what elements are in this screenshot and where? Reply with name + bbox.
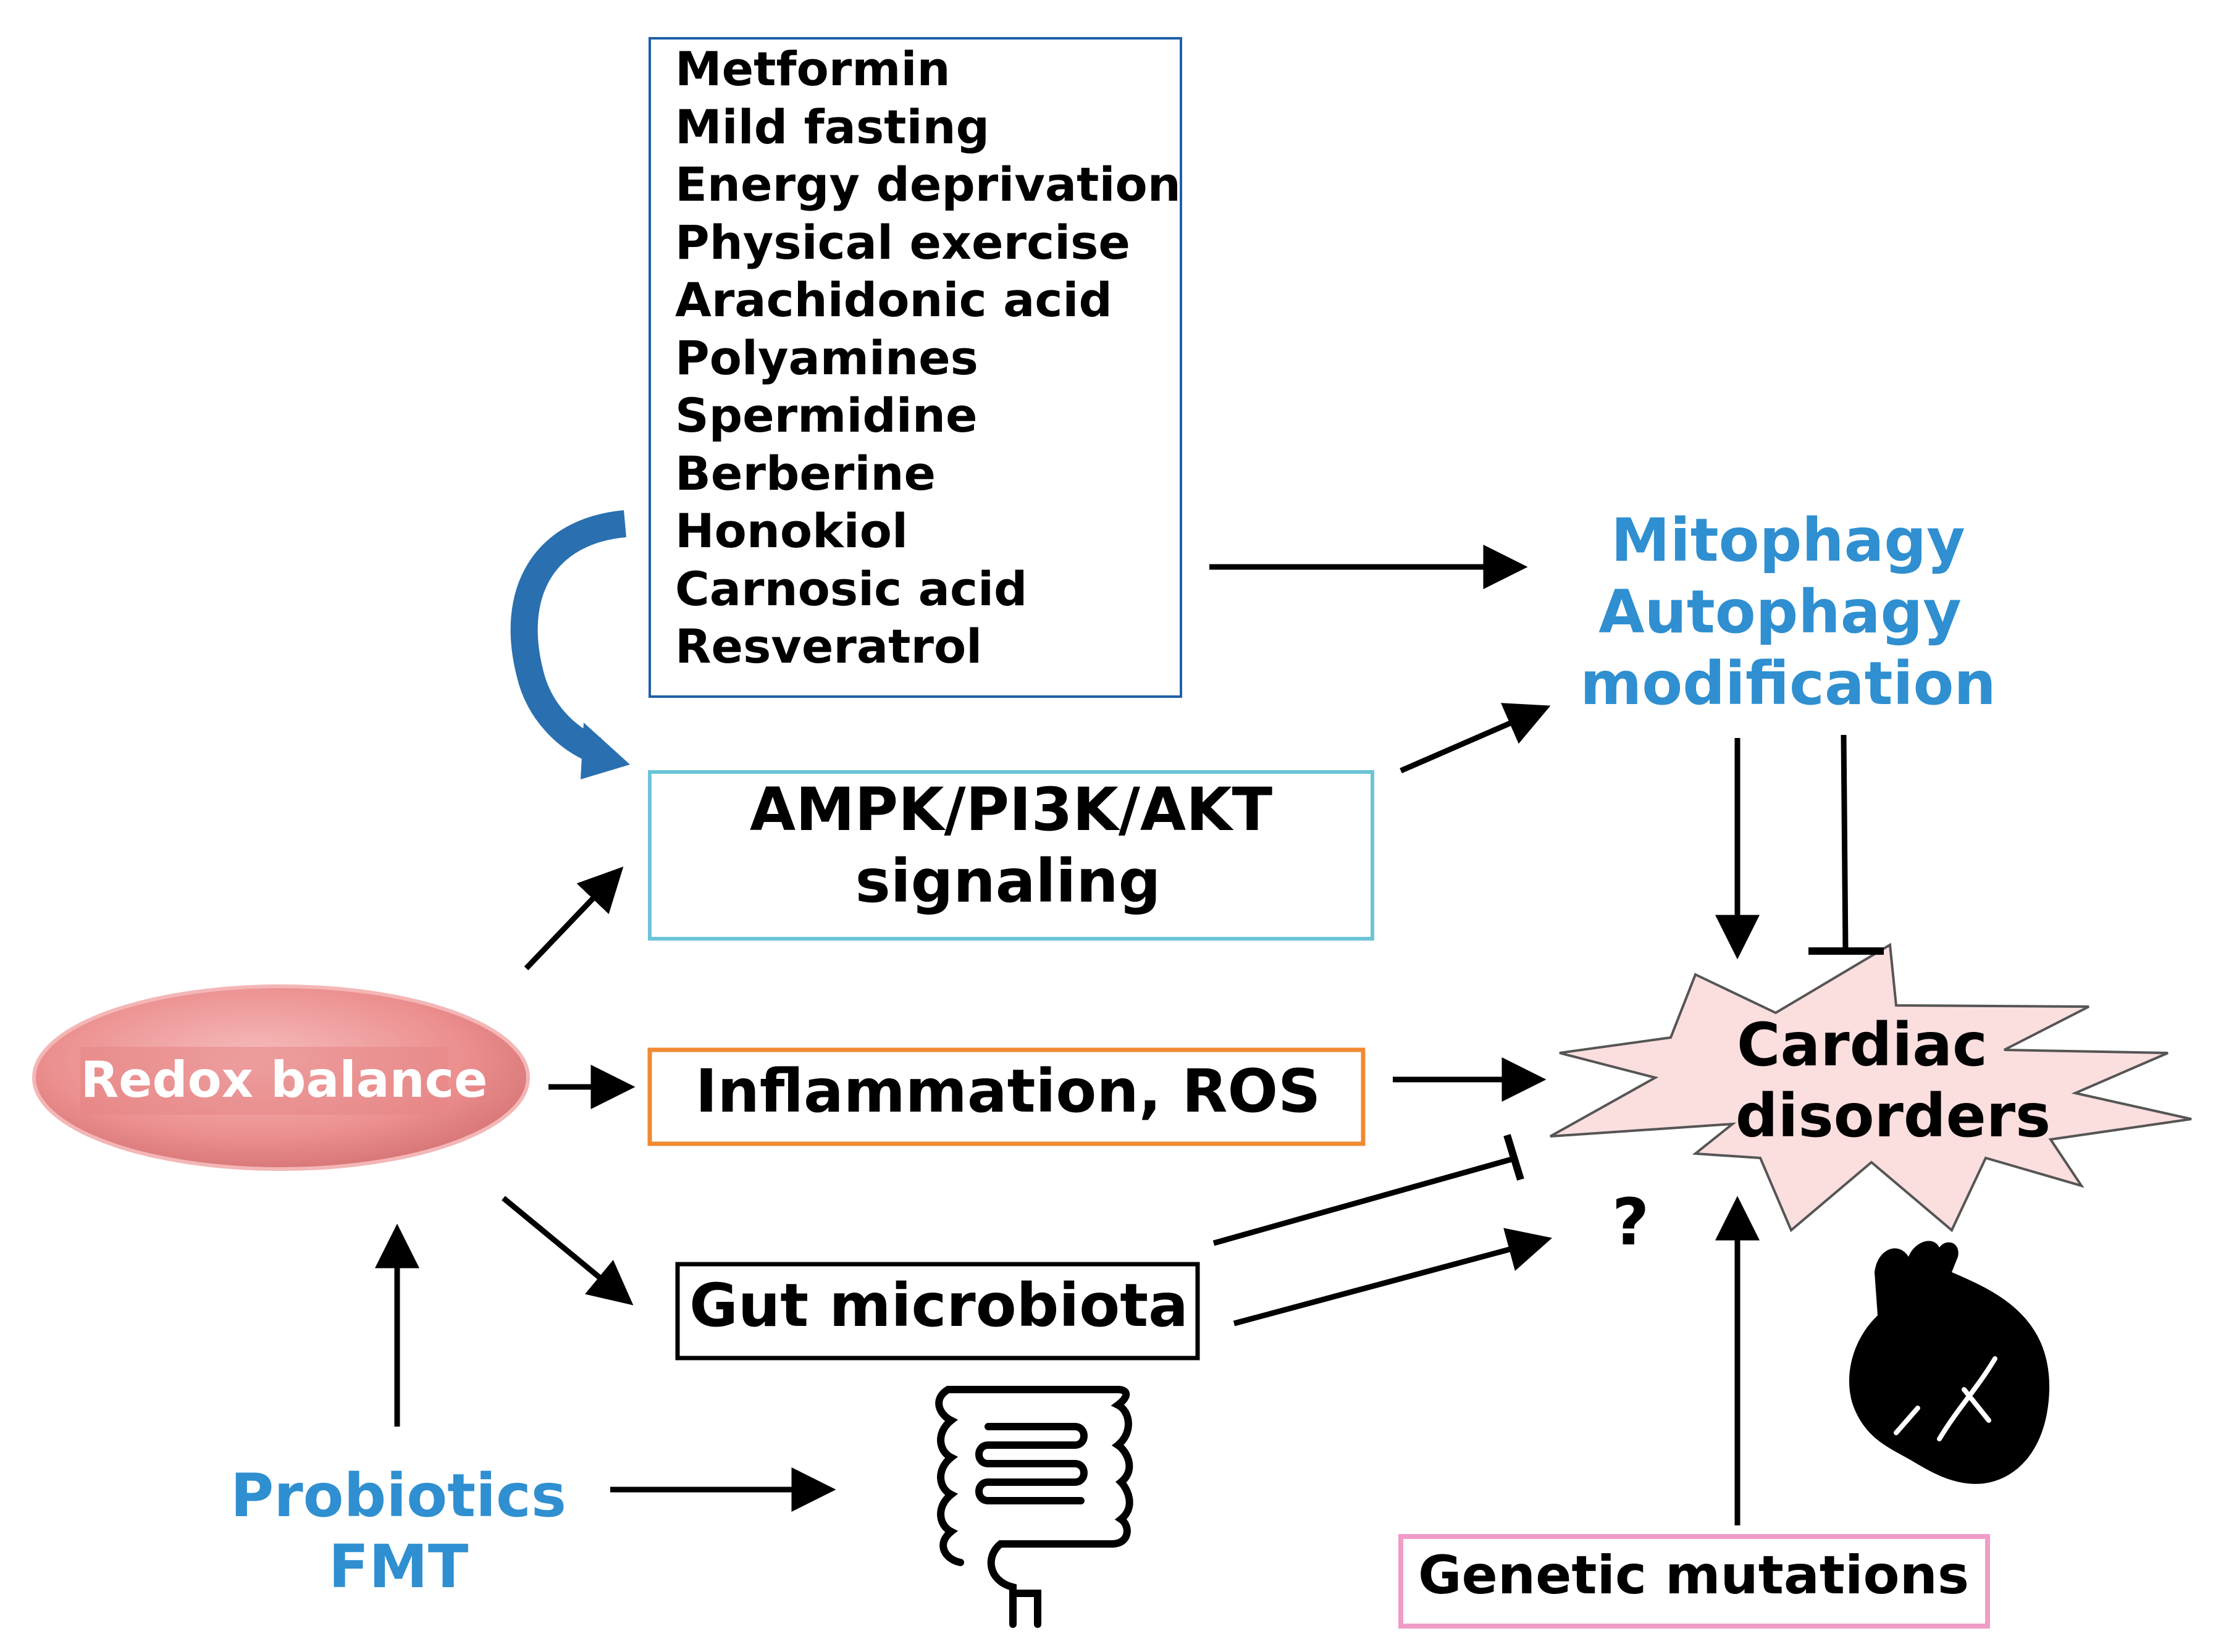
intervention-item: Resveratrol [675,619,982,674]
mitophagy-line1: Mitophagy [1611,506,1965,575]
probiotics-line2: FMT [329,1532,469,1601]
arrows [375,545,1884,1525]
ampk-line1: AMPK/PI3K/AKT [750,775,1272,844]
intestine-icon [935,1386,1133,1628]
gut-microbiota-box: Gut microbiota [675,1262,1200,1361]
redox-label-highlight [80,1047,448,1115]
question-mark: ? [1612,1184,1649,1260]
probiotics-fmt-label: Probiotics FMT [230,1461,566,1601]
intervention-item: Spermidine [675,388,978,443]
intervention-item: Energy deprivation [675,157,1181,212]
probiotics-line1: Probiotics [230,1461,566,1530]
intervention-item: Polyamines [675,330,978,385]
genetic-mutations-box: Genetic mutations [1398,1534,1990,1629]
intervention-item: Arachidonic acid [675,272,1112,327]
intervention-item: Honokiol [675,503,908,558]
mitophagy-line3: modification [1580,649,1996,718]
cardiac-disorders-node: Cardiac disorders [1550,942,2192,1233]
cardiac-starburst [1550,942,2192,1233]
gut-label: Gut microbiota [689,1271,1188,1340]
ampk-signaling-box: AMPK/PI3K/AKT signaling [648,770,1374,941]
intervention-item: Carnosic acid [675,561,1027,616]
cardiac-line1: Cardiac [1737,1010,1988,1080]
cardiac-line2: disorders [1736,1081,2051,1151]
genetic-label: Genetic mutations [1418,1545,1969,1606]
intervention-item: Mild fasting [675,99,989,154]
redox-label: Redox balance [81,1051,488,1109]
intervention-item: Berberine [675,446,936,501]
inhibit-mitophagy-to-cardiac [1841,734,1849,952]
intervention-list-border [649,37,1182,698]
inhibit-gut-bar [1503,1134,1524,1181]
inflammation-box: Inflammation, ROS [647,1047,1366,1146]
intervention-item: Metformin [675,41,951,96]
inflammation-box-border [647,1047,1366,1146]
inhibit-gut-to-cardiac [1212,1155,1518,1246]
inflammation-label: Inflammation, ROS [695,1057,1321,1126]
mitophagy-line2: Autophagy [1598,577,1962,647]
gut-box-border [675,1262,1200,1361]
redox-balance-node: Redox balance [32,984,530,1171]
heart-icon [1849,1241,2050,1484]
ampk-box-border [648,770,1374,941]
intervention-item: Physical exercise [675,215,1130,270]
arrow-gut-to-cardiac [1233,1228,1553,1327]
arrow-redox-to-gut [502,1196,634,1306]
arrow-redox-to-ampk [524,866,624,971]
curved-arrow-icon [510,510,630,779]
arrow-ampk-to-mitophagy [1400,703,1551,774]
genetic-box-border [1398,1534,1990,1629]
mitophagy-label: Mitophagy Autophagy modification [1580,506,1996,718]
ampk-line2: signaling [855,847,1161,916]
